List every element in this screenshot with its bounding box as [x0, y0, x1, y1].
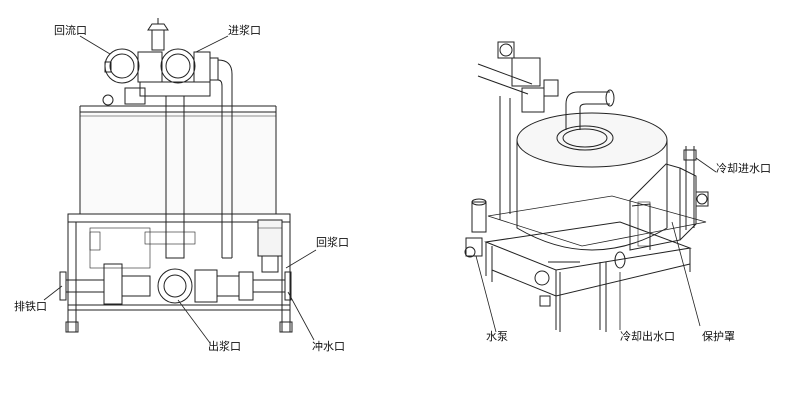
label-slurry-outlet: 出浆口	[208, 340, 241, 353]
iso-tank-body	[516, 140, 668, 251]
isometric-view	[464, 41, 709, 332]
label-cooling-inlet: 冷却进水口	[716, 162, 771, 175]
iso-tank-top	[516, 112, 668, 168]
iso-water-pump	[471, 201, 487, 233]
label-water-pump: 水泵	[486, 330, 508, 343]
front-base-frame	[67, 213, 291, 223]
front-pump-motor	[257, 219, 283, 257]
iso-protective-cover	[629, 163, 681, 251]
label-return-port: 回流口	[54, 24, 87, 37]
front-tank	[79, 111, 277, 215]
label-cooling-outlet: 冷却出水口	[620, 330, 675, 343]
front-view	[59, 18, 293, 333]
label-slurry-return: 回浆口	[316, 236, 349, 249]
front-vertical-pipe-1	[165, 95, 185, 259]
label-protective-cover: 保护罩	[702, 330, 735, 343]
label-inlet-port: 进浆口	[228, 24, 261, 37]
slurry-outlet-flange	[157, 268, 193, 304]
label-flush-port: 冲水口	[312, 340, 345, 353]
label-iron-discharge: 排铁口	[14, 300, 47, 313]
